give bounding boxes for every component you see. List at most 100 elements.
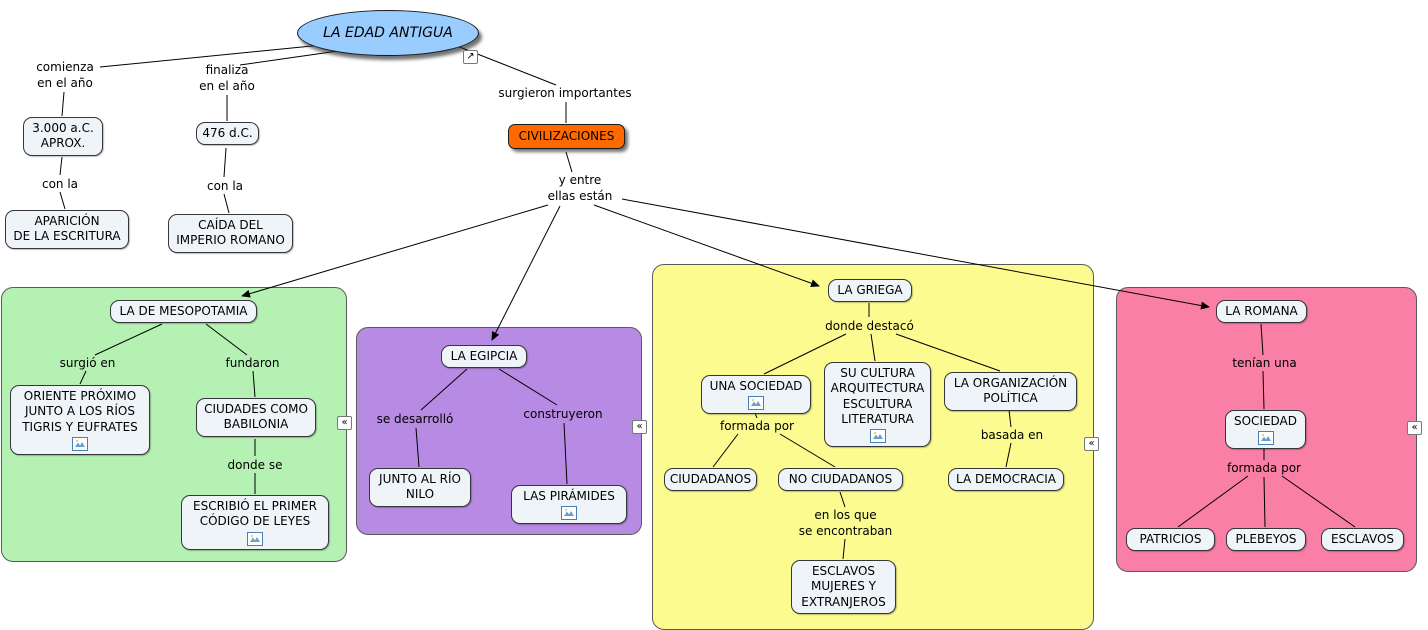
connector <box>839 491 846 508</box>
concept-ciudades-babilonia-label: CIUDADES COMO BABILONIA <box>204 402 308 432</box>
connector <box>99 44 323 68</box>
concept-una-sociedad[interactable]: UNA SOCIEDAD <box>701 375 811 415</box>
concept-griega-label: LA GRIEGA <box>837 283 903 297</box>
linking-y-entre[interactable]: y entre ellas están <box>547 173 613 203</box>
connector <box>252 370 256 398</box>
connector <box>1260 323 1264 356</box>
linking-finaliza[interactable]: finaliza en el año <box>199 63 255 93</box>
concept-3000-ac[interactable]: 3.000 a.C. APROX. <box>23 117 103 156</box>
linking-tenian-una[interactable]: tenían una <box>1232 356 1297 370</box>
concept-civilizaciones-label: CIVILIZACIONES <box>518 129 615 143</box>
collapse-chevron-icon[interactable]: « <box>337 416 352 430</box>
connector <box>61 91 65 117</box>
linking-se-desarrollo[interactable]: se desarrolló <box>376 412 454 426</box>
linking-formada-por-1[interactable]: formada por <box>719 419 794 433</box>
concept-sociedad-label: SOCIEDAD <box>1233 414 1298 428</box>
open-link-icon[interactable]: ↗ <box>463 50 478 64</box>
connector <box>1008 409 1012 428</box>
concept-esclavos-mujeres-label: ESCLAVOS MUJERES Y EXTRANJEROS <box>801 564 886 609</box>
connector <box>565 151 573 173</box>
connector <box>1177 475 1249 528</box>
connector <box>223 147 227 178</box>
connector <box>205 323 248 356</box>
concept-oriente-proximo[interactable]: ORIENTE PRÓXIMO JUNTO A LOS RÍOS TIGRIS … <box>10 385 150 456</box>
collapse-chevron-icon[interactable]: « <box>1084 437 1099 451</box>
collapse-chevron-icon[interactable]: « <box>632 420 647 434</box>
concept-caida-imperio[interactable]: CAÍDA DEL IMPERIO ROMANO <box>168 214 293 253</box>
connector <box>239 50 339 66</box>
concept-esclavos[interactable]: ESCLAVOS <box>1321 528 1404 552</box>
concept-su-cultura-label: SU CULTURA ARQUITECTURA ESCULTURA LITERA… <box>830 366 925 427</box>
concept-ciudadanos[interactable]: CIUDADANOS <box>664 468 757 492</box>
connector <box>842 538 846 560</box>
concept-caida-imperio-label: CAÍDA DEL IMPERIO ROMANO <box>176 218 285 248</box>
connector <box>895 333 1001 372</box>
connector <box>563 422 568 485</box>
linking-donde-se[interactable]: donde se <box>227 458 283 472</box>
image-resource-icon[interactable] <box>869 429 886 444</box>
concept-ciudades-babilonia[interactable]: CIUDADES COMO BABILONIA <box>196 398 316 437</box>
linking-formada-por-2[interactable]: formada por <box>1226 461 1301 475</box>
concept-aparicion-escritura[interactable]: APARICIÓN DE LA ESCRITURA <box>5 210 129 249</box>
concept-mesopotamia-label: LA DE MESOPOTAMIA <box>119 304 248 318</box>
connector <box>415 427 420 468</box>
concept-civilizaciones[interactable]: CIVILIZACIONES <box>508 124 625 150</box>
concept-sociedad[interactable]: SOCIEDAD <box>1225 410 1306 450</box>
concept-piramides[interactable]: LAS PIRÁMIDES <box>511 485 627 525</box>
linking-con-la-2[interactable]: con la <box>206 179 244 193</box>
connector <box>763 333 847 375</box>
linking-donde-destaco[interactable]: donde destacó <box>825 319 914 333</box>
concept-escribio-codigo-label: ESCRIBIÓ EL PRIMER CÓDIGO DE LEYES <box>193 499 317 529</box>
concept-plebeyos-label: PLEBEYOS <box>1235 532 1297 546</box>
concept-democracia[interactable]: LA DEMOCRACIA <box>948 468 1064 492</box>
concept-una-sociedad-label: UNA SOCIEDAD <box>709 379 803 393</box>
connector <box>94 323 163 356</box>
linking-construyeron[interactable]: construyeron <box>523 407 603 421</box>
concept-esclavos-mujeres[interactable]: ESCLAVOS MUJERES Y EXTRANJEROS <box>791 560 896 615</box>
concept-organizacion-politica[interactable]: LA ORGANIZACIÓN POLÍTICA <box>944 372 1077 411</box>
concept-476-dc-label: 476 d.C. <box>202 126 253 140</box>
connector <box>59 191 66 210</box>
concept-no-ciudadanos[interactable]: NO CIUDADANOS <box>778 468 903 492</box>
linking-con-la-1[interactable]: con la <box>41 177 79 191</box>
concept-democracia-label: LA DEMOCRACIA <box>956 472 1056 486</box>
connector <box>1005 442 1012 468</box>
concept-griega[interactable]: LA GRIEGA <box>828 279 912 303</box>
concept-root-ellipse[interactable]: LA EDAD ANTIGUA <box>297 10 479 56</box>
concept-476-dc[interactable]: 476 d.C. <box>196 122 259 146</box>
concept-ciudadanos-label: CIUDADANOS <box>669 472 752 486</box>
collapse-chevron-icon[interactable]: « <box>1407 421 1422 435</box>
concept-mesopotamia[interactable]: LA DE MESOPOTAMIA <box>110 300 257 324</box>
concept-organizacion-politica-label: LA ORGANIZACIÓN POLÍTICA <box>953 376 1068 406</box>
concept-patricios[interactable]: PATRICIOS <box>1126 528 1215 552</box>
linking-surgio-en[interactable]: surgió en <box>59 356 116 370</box>
linking-comienza[interactable]: comienza en el año <box>36 60 94 90</box>
concept-escribio-codigo[interactable]: ESCRIBIÓ EL PRIMER CÓDIGO DE LEYES <box>181 495 329 550</box>
concept-patricios-label: PATRICIOS <box>1139 532 1202 546</box>
connector-arrow <box>491 205 561 341</box>
concept-oriente-proximo-label: ORIENTE PRÓXIMO JUNTO A LOS RÍOS TIGRIS … <box>22 389 138 434</box>
connector-arrow <box>241 204 549 298</box>
image-resource-icon[interactable] <box>748 396 764 411</box>
concept-plebeyos[interactable]: PLEBEYOS <box>1226 528 1306 552</box>
concept-junto-nilo[interactable]: JUNTO AL RÍO NILO <box>369 468 471 507</box>
connector <box>79 370 87 385</box>
linking-en-los-que[interactable]: en los que se encontraban <box>798 508 893 538</box>
image-resource-icon[interactable] <box>72 437 88 452</box>
linking-basada-en[interactable]: basada en <box>980 428 1044 442</box>
image-resource-icon[interactable] <box>247 531 263 546</box>
connector-arrow <box>593 204 820 288</box>
root-label: LA EDAD ANTIGUA <box>323 25 453 41</box>
concept-egipcia[interactable]: LA EGIPCIA <box>441 345 527 369</box>
connector <box>498 368 558 406</box>
concept-romana-label: LA ROMANA <box>1225 304 1298 318</box>
image-resource-icon[interactable] <box>561 506 577 521</box>
concept-su-cultura[interactable]: SU CULTURA ARQUITECTURA ESCULTURA LITERA… <box>824 362 931 448</box>
linking-fundaron[interactable]: fundaron <box>225 356 280 370</box>
concept-romana[interactable]: LA ROMANA <box>1216 300 1307 324</box>
concept-egipcia-label: LA EGIPCIA <box>450 349 518 363</box>
image-resource-icon[interactable] <box>1257 431 1274 446</box>
linking-surgieron[interactable]: surgieron importantes <box>498 86 632 100</box>
